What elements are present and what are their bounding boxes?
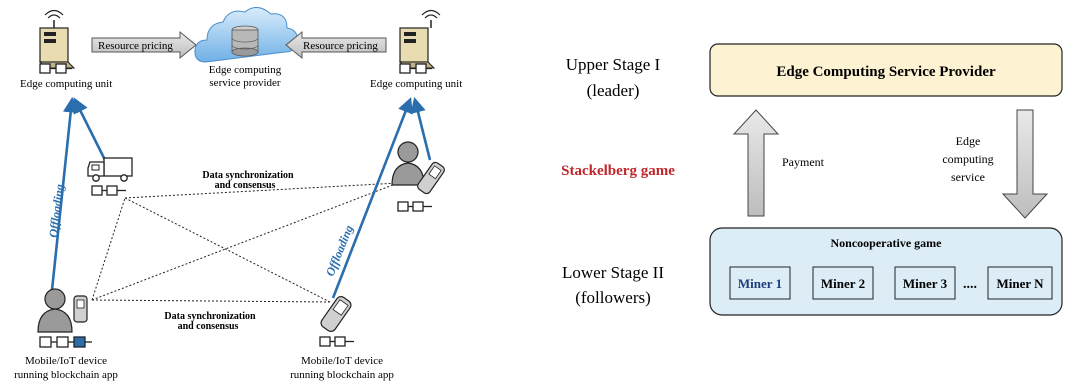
edge-unit-right: Edge computing unit	[370, 9, 462, 90]
sync-top-line2: and consensus	[215, 180, 276, 191]
edge-unit-left: Edge computing unit	[20, 9, 112, 90]
sync-bottom-line1: Data synchronization	[164, 311, 256, 322]
miner-3: Miner 3	[894, 266, 956, 300]
offload-arrow-user	[410, 96, 432, 161]
node-chain-icon	[91, 185, 126, 196]
service-arrow: Edge computing service	[942, 109, 1049, 219]
truck-device	[87, 157, 133, 196]
server-icon	[398, 9, 441, 69]
upper-stage-line1: Upper Stage I	[566, 55, 661, 74]
node-chain-icon	[397, 201, 432, 212]
node-chain-icon	[399, 63, 432, 74]
resource-pricing-right-label: Resource pricing	[303, 40, 378, 52]
resource-pricing-arrow-right: Resource pricing	[285, 30, 387, 60]
miner-1-label: Miner 1	[738, 276, 782, 291]
node-chain-icon	[319, 336, 354, 347]
provider-box: Edge Computing Service Provider	[709, 43, 1063, 97]
node-chain-icon	[39, 63, 72, 74]
offload-arrow-truck	[73, 97, 107, 161]
stackelberg-game-label: Stackelberg game	[561, 163, 675, 179]
miner-2-label: Miner 2	[821, 276, 865, 291]
phone-icon	[73, 295, 88, 323]
truck-icon	[87, 157, 133, 182]
miner-2: Miner 2	[812, 266, 874, 300]
cloud-database-icon	[194, 7, 298, 63]
provider-box-label: Edge Computing Service Provider	[776, 64, 996, 80]
lower-stage-line1: Lower Stage II	[562, 263, 664, 282]
mesh-links	[91, 182, 399, 303]
sync-bottom-line2: and consensus	[178, 321, 239, 332]
edge-unit-right-label: Edge computing unit	[370, 78, 462, 90]
payment-arrow: Payment	[732, 109, 825, 217]
device-right-line1: Mobile/IoT device	[301, 355, 383, 367]
user-device-bottom-left: Mobile/IoT device running blockchain app	[14, 288, 118, 381]
user-icon	[37, 288, 73, 333]
device-left-line2: running blockchain app	[14, 369, 118, 381]
device-right-line2: running blockchain app	[290, 369, 394, 381]
offloading-left-label: Offloading	[46, 183, 66, 238]
noncooperative-box: Noncooperative game Miner 1 Miner 2 Mine…	[709, 227, 1063, 316]
provider-label-line2: service provider	[209, 77, 280, 89]
miner-1: Miner 1	[729, 266, 791, 300]
sync-top-line1: Data synchronization	[202, 170, 294, 181]
left-diagram: Edge computing unit Resource pricing Edg…	[14, 7, 462, 381]
miner-n-label: Miner N	[996, 276, 1044, 291]
payment-label: Payment	[782, 155, 825, 169]
edge-unit-left-label: Edge computing unit	[20, 78, 112, 90]
noncooperative-label: Noncooperative game	[831, 236, 943, 250]
service-label-line1: Edge	[956, 134, 981, 148]
node-chain-icon	[39, 336, 92, 348]
service-label-line2: computing	[942, 152, 993, 166]
user-icon	[391, 141, 425, 186]
lower-stage-line2: (followers)	[575, 288, 651, 307]
offloading-arrows	[50, 96, 432, 299]
offload-arrow-left-main	[50, 96, 79, 291]
miner-n: Miner N	[987, 266, 1053, 300]
device-left-line1: Mobile/IoT device	[25, 355, 107, 367]
device-bottom-right: Mobile/IoT device running blockchain app	[290, 296, 394, 381]
miner-3-label: Miner 3	[903, 276, 948, 291]
edge-service-provider: Edge computing service provider	[194, 7, 298, 89]
resource-pricing-arrow-left: Resource pricing	[91, 30, 197, 60]
service-label-line3: service	[951, 170, 985, 184]
offload-arrow-right-main	[331, 97, 413, 299]
right-diagram: Upper Stage I (leader) Stackelberg game …	[561, 43, 1063, 316]
provider-label-line1: Edge computing	[209, 64, 282, 76]
upper-stage-line2: (leader)	[587, 81, 640, 100]
phone-icon	[417, 161, 445, 195]
server-icon	[38, 9, 76, 69]
user-device-top-right	[391, 141, 445, 212]
phone-icon	[320, 296, 352, 332]
miner-ellipsis: ....	[963, 277, 977, 292]
resource-pricing-left-label: Resource pricing	[98, 40, 173, 52]
